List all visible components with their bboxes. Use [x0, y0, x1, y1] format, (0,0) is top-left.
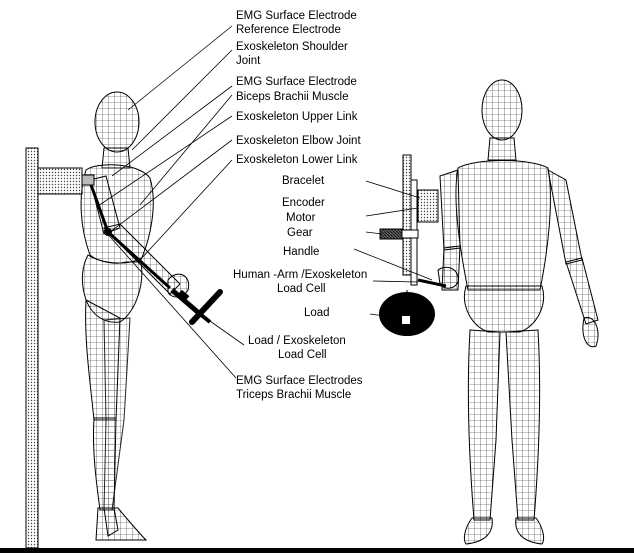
label-emg-surface-electrodes: EMG Surface Electrodes [236, 374, 363, 388]
wall-frame-right [380, 155, 438, 285]
label-joint: Joint [236, 54, 260, 68]
label-load: Load [304, 306, 330, 320]
load-weight [379, 290, 435, 336]
label-load-exoskeleton: Load / Exoskeleton [248, 334, 346, 348]
label-load-cell-upper: Load Cell [277, 282, 326, 296]
wall-frame-left [26, 148, 82, 548]
label-handle: Handle [283, 245, 319, 259]
label-exoskeleton-lower-link: Exoskeleton Lower Link [236, 153, 357, 167]
label-biceps-brachii-muscle: Biceps Brachii Muscle [236, 90, 348, 104]
label-emg-surface-electrode: EMG Surface Electrode [236, 9, 357, 23]
label-reference-electrode: Reference Electrode [236, 23, 341, 37]
label-encoder: Encoder [282, 196, 325, 210]
label-load-cell-lower: Load Cell [278, 348, 327, 362]
label-human-arm-exoskeleton: Human -Arm /Exoskeleton [233, 268, 367, 282]
label-motor: Motor [286, 211, 315, 225]
label-gear: Gear [287, 226, 313, 240]
label-bracelet: Bracelet [282, 174, 324, 188]
label-exoskeleton-shoulder: Exoskeleton Shoulder [236, 40, 348, 54]
floor-line [0, 548, 634, 553]
load-handle-left [172, 290, 220, 322]
label-emg-surface-electrode-biceps: EMG Surface Electrode [236, 75, 357, 89]
label-triceps-brachii-muscle: Triceps Brachii Muscle [236, 388, 351, 402]
human-model-front-view [438, 80, 598, 544]
label-exoskeleton-upper-link: Exoskeleton Upper Link [236, 110, 357, 124]
label-exoskeleton-elbow-joint: Exoskeleton Elbow Joint [236, 134, 361, 148]
